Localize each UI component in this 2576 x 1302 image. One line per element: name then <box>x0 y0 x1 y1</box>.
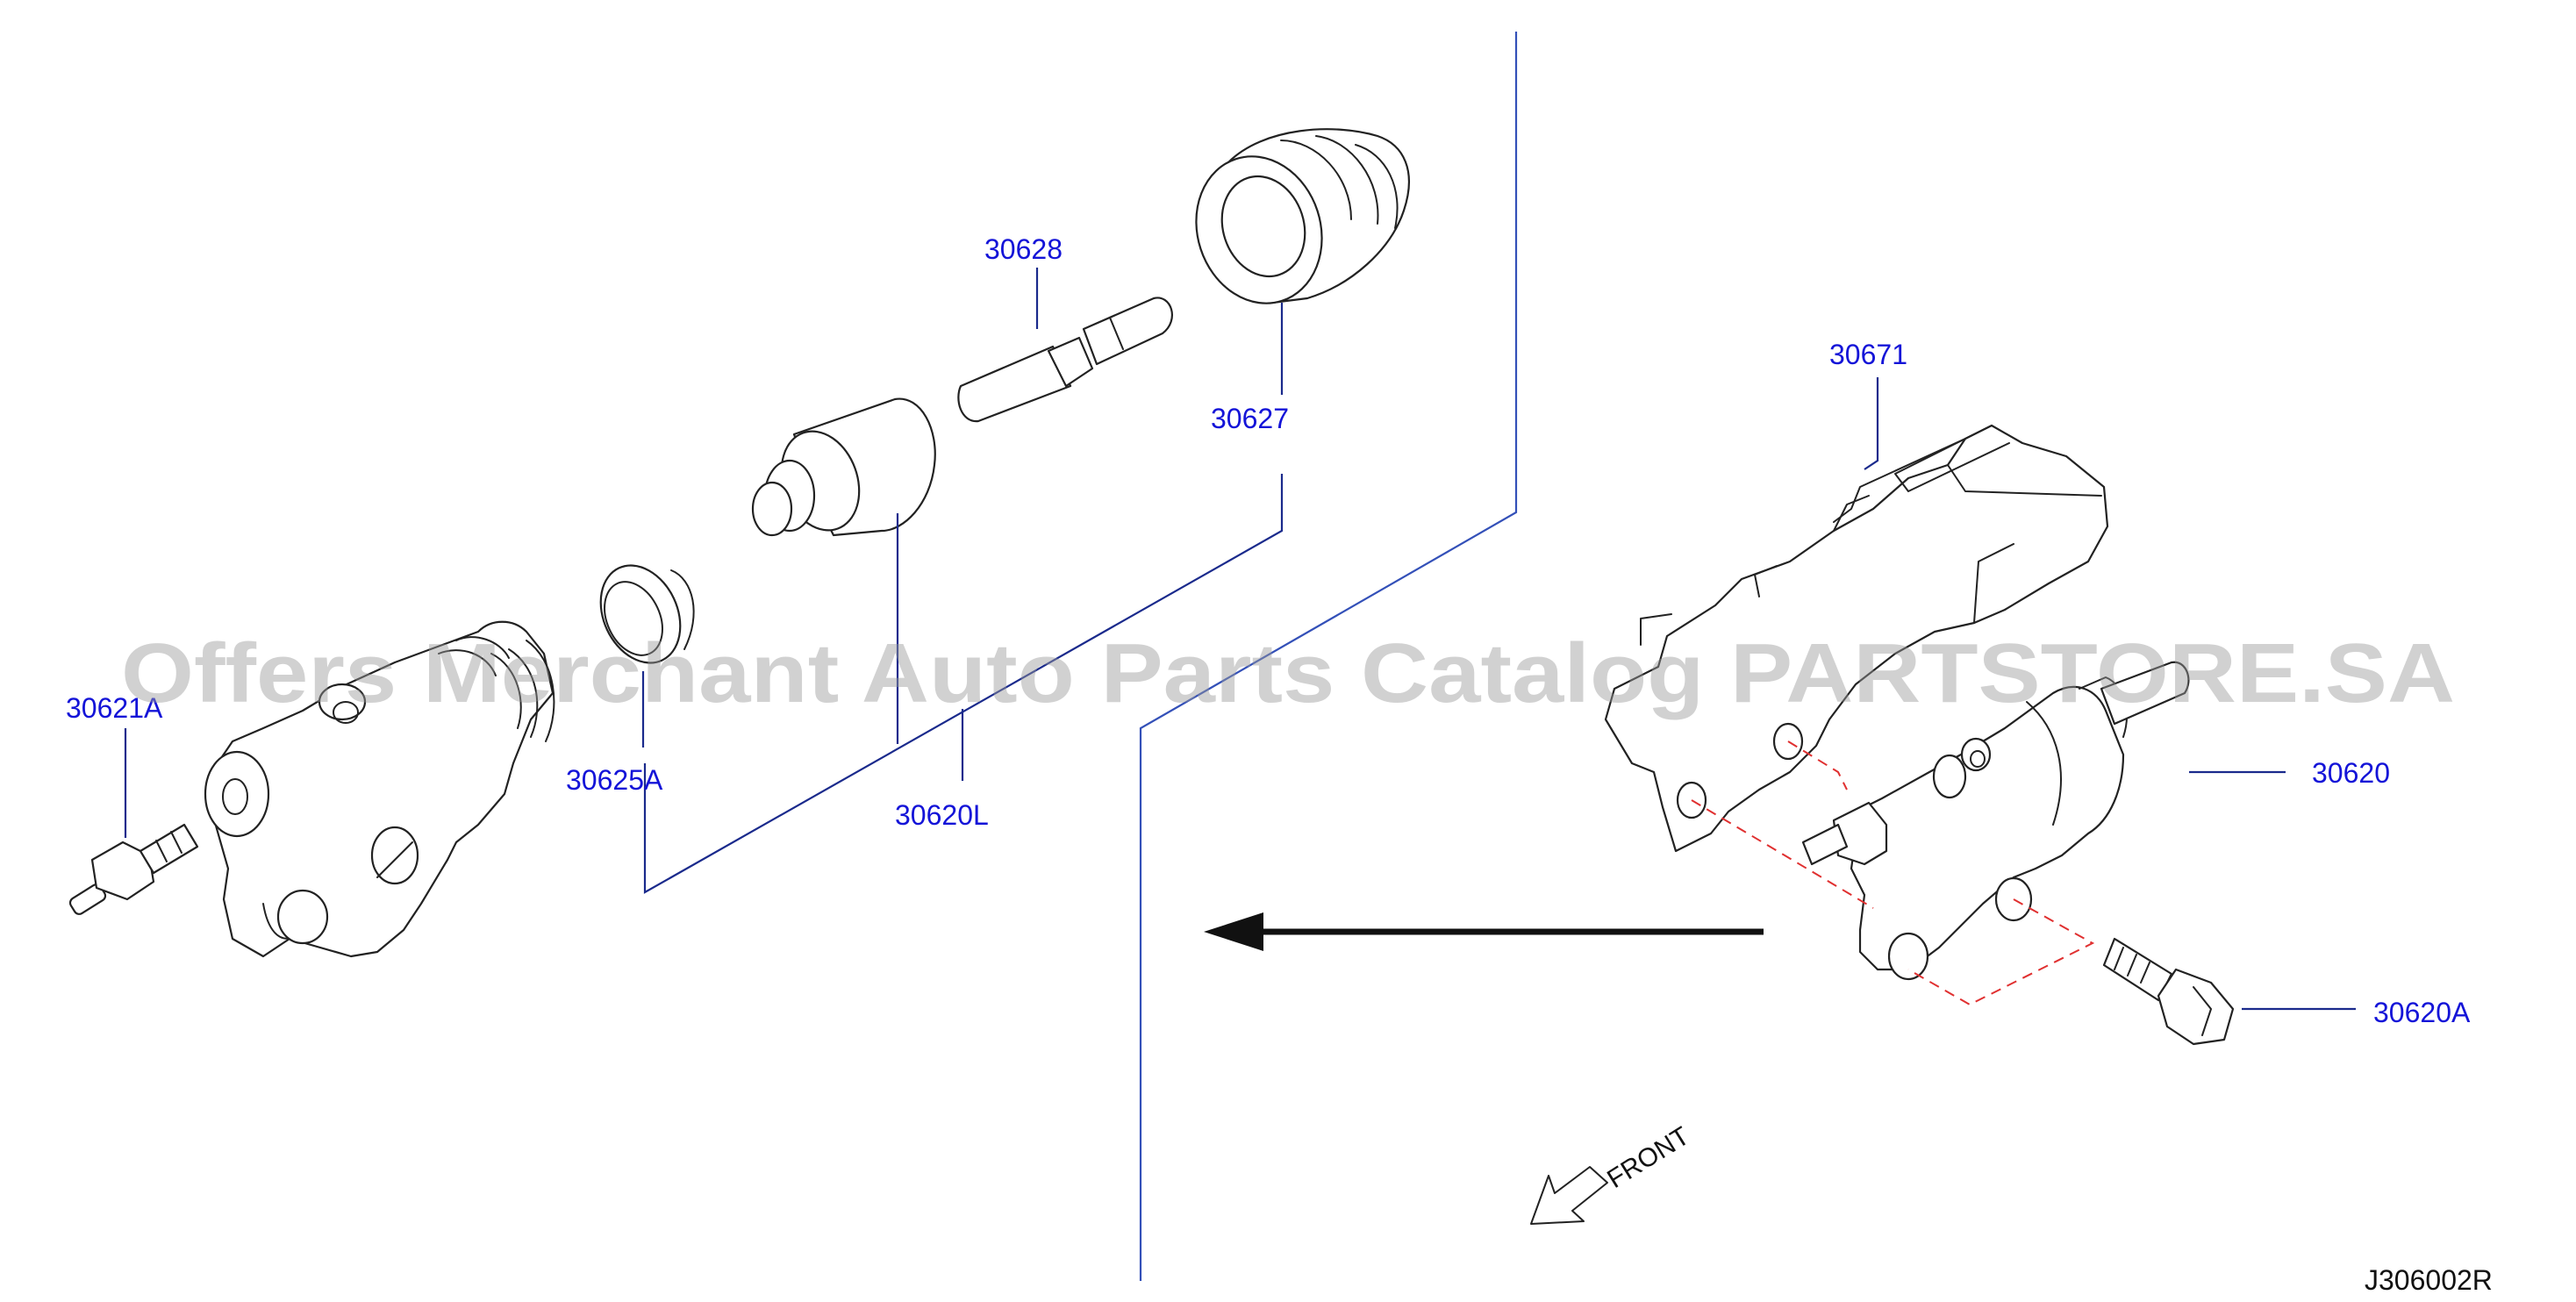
piston-cup-30625A <box>599 564 695 664</box>
callout-30625A: 30625A <box>566 764 663 796</box>
leader-30671 <box>1864 377 1879 470</box>
front-label: FRONT <box>1602 1121 1694 1194</box>
piston-30620L <box>751 397 936 537</box>
diagram-code: J306002R <box>2365 1264 2493 1296</box>
dust-cover-30627 <box>1195 128 1410 304</box>
mounting-guide-lower <box>1691 799 1874 909</box>
operating-cylinder-right <box>1801 661 2190 981</box>
callout-30620: 30620 <box>2312 757 2390 789</box>
callout-30620A: 30620A <box>2373 997 2471 1028</box>
arrow-left-icon <box>1204 912 1764 951</box>
callout-30620L: 30620L <box>895 799 989 831</box>
mounting-guide-upper <box>1787 740 1848 790</box>
callout-30621A: 30621A <box>66 692 163 724</box>
callout-30627: 30627 <box>1211 403 1289 434</box>
hollow-arrow-icon <box>1530 1166 1608 1225</box>
push-rod-30628 <box>957 297 1173 423</box>
bleeder-screw-30621A <box>68 823 199 915</box>
callout-30628: 30628 <box>984 233 1063 265</box>
section-divider-line <box>1139 32 1518 1281</box>
operating-cylinder-left <box>204 620 555 958</box>
callout-30671: 30671 <box>1829 339 1907 370</box>
watermark: Offers Merchant Auto Parts Catalog PARTS… <box>121 626 2455 720</box>
mounting-guide-bolt <box>1907 898 2095 1006</box>
bolt-30620A <box>2102 937 2235 1046</box>
